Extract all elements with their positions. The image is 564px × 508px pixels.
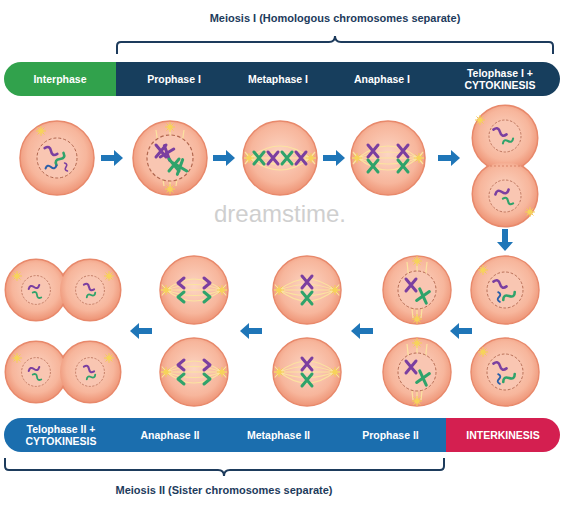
flow-arrows <box>213 150 235 166</box>
phase-band-segment: Prophase I <box>116 62 232 96</box>
anaphase-i-cell <box>352 153 362 163</box>
interphase-cell <box>37 138 77 178</box>
metaphase-i-cell <box>296 152 306 164</box>
phase-name: Telophase I + CYTOKINESIS <box>444 67 556 91</box>
interphase-cell <box>20 121 94 195</box>
stage-group-label: Meiosis I (Homologous chromosomes separa… <box>210 12 461 24</box>
watermark: dreamstime. <box>214 200 346 228</box>
meiosis-illustration <box>383 256 451 324</box>
prophase-i-cell <box>165 122 175 132</box>
telophase-i-cells <box>502 197 514 205</box>
flow-arrows <box>101 150 123 166</box>
telophase-i-cells <box>525 207 535 217</box>
phase-name: Telophase II + CYTOKINESIS <box>8 423 114 447</box>
telophase-i-cells <box>473 106 537 170</box>
metaphase-i-cell <box>306 153 316 163</box>
meiosis-illustration <box>160 256 228 324</box>
anaphase-i-cell <box>398 145 408 157</box>
meiosis-ii-bracket <box>5 458 444 476</box>
flow-arrows <box>101 150 513 339</box>
telophase-i-cells <box>490 166 520 167</box>
phase-name: Interphase <box>33 73 86 85</box>
phase-name: INTERKINESIS <box>466 429 540 441</box>
phase-band-segment: Prophase II <box>335 418 446 452</box>
meiosis-illustration <box>160 338 228 406</box>
metaphase-i-cell <box>243 121 317 195</box>
phase-band-segment: Anaphase II <box>118 418 222 452</box>
telophase-i-cells <box>473 162 537 226</box>
prophase-i-cell <box>147 135 193 181</box>
telophase-i-cells <box>495 187 510 196</box>
metaphase-i-cell <box>243 121 317 195</box>
prophase-i-cell <box>173 160 187 175</box>
phase-band-segment: Metaphase II <box>222 418 335 452</box>
phase-name: Anaphase I <box>354 73 410 85</box>
metaphase-i-cell <box>268 152 278 164</box>
flow-arrows <box>130 323 152 339</box>
interphase-cell <box>20 121 94 195</box>
telophase-i-cells <box>502 137 514 145</box>
prophase-i-cell <box>160 146 174 161</box>
anaphase-i-cell <box>351 121 425 195</box>
phase-name: Prophase II <box>362 429 419 441</box>
flow-arrows <box>240 323 262 339</box>
anaphase-i-cell <box>368 145 378 157</box>
meiosis-illustration <box>6 342 120 402</box>
interphase-cell <box>44 146 59 156</box>
flow-arrows <box>351 323 373 339</box>
anaphase-i-cell <box>414 153 424 163</box>
meiosis-illustration <box>273 256 341 324</box>
telophase-i-cells <box>473 162 537 226</box>
flow-arrows <box>497 229 513 251</box>
prophase-i-cell <box>133 121 207 195</box>
phase-band-segment: Telophase I + CYTOKINESIS <box>440 62 560 96</box>
flow-arrows <box>450 323 472 339</box>
prophase-i-cell <box>133 121 207 195</box>
telophase-i-cells <box>475 115 485 125</box>
phase-band-segment: INTERKINESIS <box>446 418 560 452</box>
phase-name: Metaphase I <box>248 73 308 85</box>
phase-name: Anaphase II <box>141 429 200 441</box>
interphase-cell <box>63 163 69 172</box>
phase-name: Prophase I <box>147 73 201 85</box>
anaphase-i-cell <box>368 160 378 172</box>
metaphase-i-cell <box>282 152 292 164</box>
meiosis-illustration <box>273 338 341 406</box>
telophase-i-cells <box>489 180 521 212</box>
interphase-cell <box>54 152 65 167</box>
phase-band-segment: Interphase <box>4 62 116 96</box>
stage-group-label: Meiosis II (Sister chromosomes separate) <box>115 484 332 496</box>
telophase-i-cells <box>473 106 537 170</box>
meiosis-illustration <box>383 338 451 406</box>
meiosis-illustration <box>6 260 120 320</box>
telophase-i-cells <box>493 127 508 136</box>
metaphase-i-cell <box>254 152 264 164</box>
telophase-i-cells <box>489 120 521 152</box>
phase-name: Metaphase II <box>247 429 310 441</box>
flow-arrows <box>323 150 345 166</box>
phase-band-segment: Telophase II + CYTOKINESIS <box>4 418 118 452</box>
telophase-i-cells <box>473 106 537 226</box>
anaphase-i-cell <box>398 160 408 172</box>
anaphase-i-cell <box>352 146 424 170</box>
meiosis-illustration <box>471 338 539 406</box>
interphase-cell <box>45 164 57 171</box>
prophase-i-cell <box>165 184 175 194</box>
meiosis-illustration <box>471 256 539 324</box>
phase-band-segment: Metaphase I <box>232 62 324 96</box>
meiosis-i-bracket <box>117 36 553 54</box>
anaphase-i-cell <box>351 121 425 195</box>
metaphase-i-cell <box>244 153 254 163</box>
phase-band-segment: Anaphase I <box>324 62 440 96</box>
metaphase-i-cell <box>244 146 316 170</box>
interphase-cell <box>36 126 46 136</box>
flow-arrows <box>438 150 460 166</box>
